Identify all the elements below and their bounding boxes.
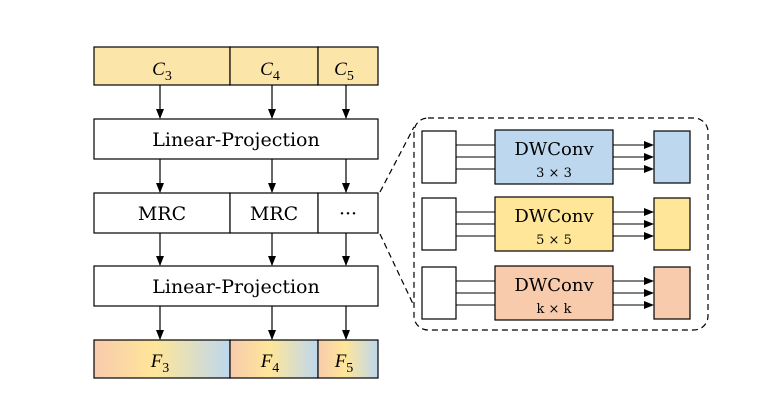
arrows-projection-to-output (156, 306, 350, 340)
branch-1-kernel: 3 × 3 (536, 166, 572, 181)
linear-projection-top-label: Linear-Projection (152, 129, 319, 151)
mrc-row: MRC MRC ··· (93, 192, 379, 234)
linear-projection-bottom-box (93, 265, 379, 307)
output-features-row: F3 F4 F5 (93, 339, 379, 379)
arrows-input-to-projection (156, 85, 350, 119)
branch-3-dwconv-box (494, 265, 614, 321)
input-c4-label: C4 (260, 59, 280, 84)
branch-3-title: DWConv (514, 275, 594, 296)
branch-2-input-box (421, 197, 457, 251)
output-f4-label: F4 (260, 351, 280, 376)
linear-projection-bottom-label: Linear-Projection (152, 276, 319, 298)
branch-1-input-box (421, 130, 457, 184)
input-c3-label: C3 (152, 59, 172, 84)
output-f3-label: F3 (150, 351, 170, 376)
output-f5-label: F5 (334, 351, 354, 376)
mrc-box-2 (229, 192, 319, 234)
branch-1-dwconv-box (494, 129, 614, 185)
branch-1-output-box (653, 130, 691, 184)
output-f4-box (229, 339, 319, 379)
mrc-box-1 (93, 192, 231, 234)
branch-2-title: DWConv (514, 206, 594, 227)
input-features-row: C3 C4 C5 (93, 46, 379, 86)
mrc-label-1: MRC (138, 203, 186, 225)
branch-2: DWConv 5 × 5 (421, 196, 691, 252)
branch-3-input-box (421, 266, 457, 320)
input-c5-box (317, 46, 379, 86)
input-c5-label: C5 (334, 59, 354, 84)
arrows-projection-to-mrc (156, 159, 350, 193)
branch-2-dwconv-box (494, 196, 614, 252)
mrc-box-3 (317, 192, 379, 234)
branch-3-kernel: k × k (537, 302, 572, 317)
branch-3: DWConv k × k (421, 265, 691, 321)
mrc-label-2: MRC (250, 203, 298, 225)
input-c4-box (229, 46, 319, 86)
mrc-label-3: ··· (339, 203, 357, 225)
branch-3-output-box (653, 266, 691, 320)
zoom-connector-lines (379, 126, 415, 307)
output-f5-box (317, 339, 379, 379)
branch-1-title: DWConv (514, 139, 594, 160)
branch-1: DWConv 3 × 3 (421, 129, 691, 185)
arrows-mrc-to-projection (156, 233, 350, 266)
linear-projection-top-box (93, 118, 379, 160)
branch-2-output-box (653, 197, 691, 251)
branch-2-kernel: 5 × 5 (536, 233, 572, 248)
input-c3-box (93, 46, 231, 86)
